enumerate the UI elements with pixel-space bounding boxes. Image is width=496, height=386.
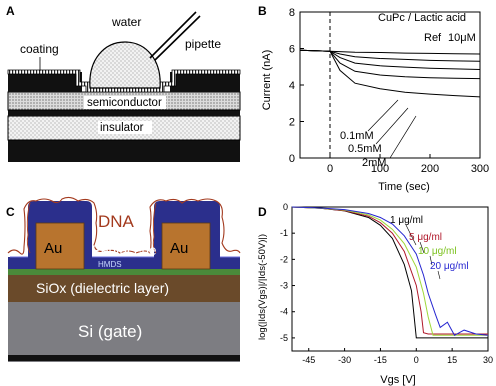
panel-d-label-leader (437, 270, 441, 280)
gate-stripe (8, 110, 240, 116)
panel-b-series-label: 0.1mM (340, 130, 374, 142)
panel-d-xlabel: Vgs [V] (380, 374, 415, 386)
panel-d-series-label: 5 μg/ml (409, 232, 442, 243)
panel-d-xtick-label: 15 (447, 355, 457, 365)
panel-d-xtick-label: 30 (483, 355, 493, 365)
panel-d-ytick-label: -4 (280, 307, 288, 317)
substrate-layer (8, 140, 240, 162)
panel-b-series-line (299, 49, 481, 70)
electrode-right (170, 72, 240, 92)
semiconductor-label-bg (84, 96, 166, 109)
panel-d-series-labels: 1 μg/ml 5 μg/ml 10 μg/ml 20 μg/ml (390, 215, 469, 280)
water-droplet (89, 41, 161, 89)
panel-a-diagram: water pipette coating semiconductor insu… (7, 11, 241, 162)
panel-b-axes: 0 100 200 300 0 2 4 6 8 (289, 7, 489, 175)
panel-b-label-leader (375, 107, 409, 145)
panel-d-series-label: 10 μg/ml (418, 246, 457, 257)
panel-d-xtick-label: -45 (302, 355, 315, 365)
label-au-left: Au (44, 240, 62, 257)
label-siox: SiOx (dielectric layer) (36, 280, 169, 296)
panel-b-series-line (299, 49, 481, 98)
panel-d-xtick-label: -15 (374, 355, 387, 365)
panel-b-xtick-label: 200 (421, 163, 439, 175)
panel-b-title: CuPc / Lactic acid (378, 12, 466, 24)
panel-b-xtick-label: 300 (471, 163, 489, 175)
label-pipette: pipette (185, 37, 221, 51)
panel-b-label-leader (367, 99, 399, 132)
panel-b-series-line (299, 49, 481, 62)
hmds-layer (8, 269, 240, 275)
panel-d-letter: D (258, 205, 267, 219)
panel-d-label-leader (419, 241, 425, 254)
pipette-line-2 (154, 15, 201, 61)
panel-b-series-line (299, 49, 481, 55)
panel-d-ylabel: log(|Ids(Vgs)|/|Ids(-50V)|) (257, 234, 268, 340)
label-semiconductor: semiconductor (87, 97, 162, 109)
panel-d-xtick-label: -30 (338, 355, 351, 365)
pipette-line-1 (149, 11, 197, 59)
panel-b-xtick-label: 0 (327, 163, 333, 175)
panel-d-frame (291, 206, 489, 352)
panel-b-ylabel: Current (nA) (261, 50, 273, 111)
panel-d-series (291, 206, 489, 339)
panel-b-xlabel: Time (sec) (378, 181, 430, 193)
panel-d-series-label: 1 μg/ml (390, 215, 423, 226)
panel-d-ytick-label: -5 (280, 333, 288, 343)
insulator-label-bg (98, 121, 152, 134)
dna-strand-2 (26, 202, 31, 254)
panel-d-series-line (291, 206, 488, 339)
label-pentacene: Pentacene (92, 243, 157, 258)
panel-d-axes: -45 -30 -15 0 15 30 0 -1 -2 -3 -4 -5 (280, 202, 493, 365)
panel-b-ytick-label: 8 (289, 7, 295, 19)
dna-strand-3 (152, 202, 157, 254)
panel-c-letter: C (6, 205, 15, 219)
label-dna: DNA (98, 212, 135, 231)
panel-b-series-line (299, 49, 481, 80)
panel-b-xtick-label: 100 (371, 163, 389, 175)
electrode-left (8, 72, 82, 92)
panel-d-series-line (291, 206, 488, 335)
panel-b-ytick-label: 0 (289, 153, 295, 165)
panel-b-ytick-label: 2 (289, 117, 295, 129)
panel-d-label-leader (405, 224, 417, 246)
panel-d-ytick-label: 0 (283, 202, 288, 212)
dna-strand (7, 196, 241, 255)
panel-d-ytick-label: -2 (280, 254, 288, 264)
au-electrode-left (35, 222, 85, 270)
si-gate-layer (8, 302, 240, 362)
panel-d-chart: -45 -30 -15 0 15 30 0 -1 -2 -3 -4 -5 1 μg/ml 5 μg/ml… (257, 202, 493, 386)
au-electrode-right (161, 222, 211, 270)
panel-b-series-label: 2mM (362, 157, 386, 169)
panel-d-series-line (291, 206, 489, 336)
panel-a-letter: A (6, 4, 15, 18)
panel-d-label-leader (429, 255, 433, 266)
panel-b-series-label: 0.5mM (348, 143, 382, 155)
panel-d-xtick-label: 0 (414, 355, 419, 365)
label-si: Si (gate) (78, 322, 142, 341)
label-hmds: HMDS (98, 260, 122, 269)
panel-c-diagram: DNA Au Au Pentacene HMDS SiOx (dielectri… (7, 196, 241, 362)
panel-d-series-line (291, 206, 488, 336)
panel-b-label-leader (389, 115, 417, 159)
si-bottom-contact (8, 355, 240, 361)
siox-layer (8, 275, 240, 302)
label-water: water (111, 15, 141, 29)
panel-b-letter: B (258, 4, 267, 18)
label-au-right: Au (170, 240, 188, 257)
panel-d-series-label: 20 μg/ml (430, 261, 469, 272)
panel-d-ytick-label: -3 (280, 281, 288, 291)
label-coating: coating (20, 42, 59, 56)
panel-b-ytick-label: 4 (289, 80, 295, 92)
panel-b-series-label: 10μM (448, 32, 476, 44)
panel-d-ytick-label: -1 (280, 228, 288, 238)
panel-b-series-label: Ref (424, 32, 442, 44)
label-insulator: insulator (100, 122, 144, 134)
panel-b-ytick-label: 6 (289, 44, 295, 56)
